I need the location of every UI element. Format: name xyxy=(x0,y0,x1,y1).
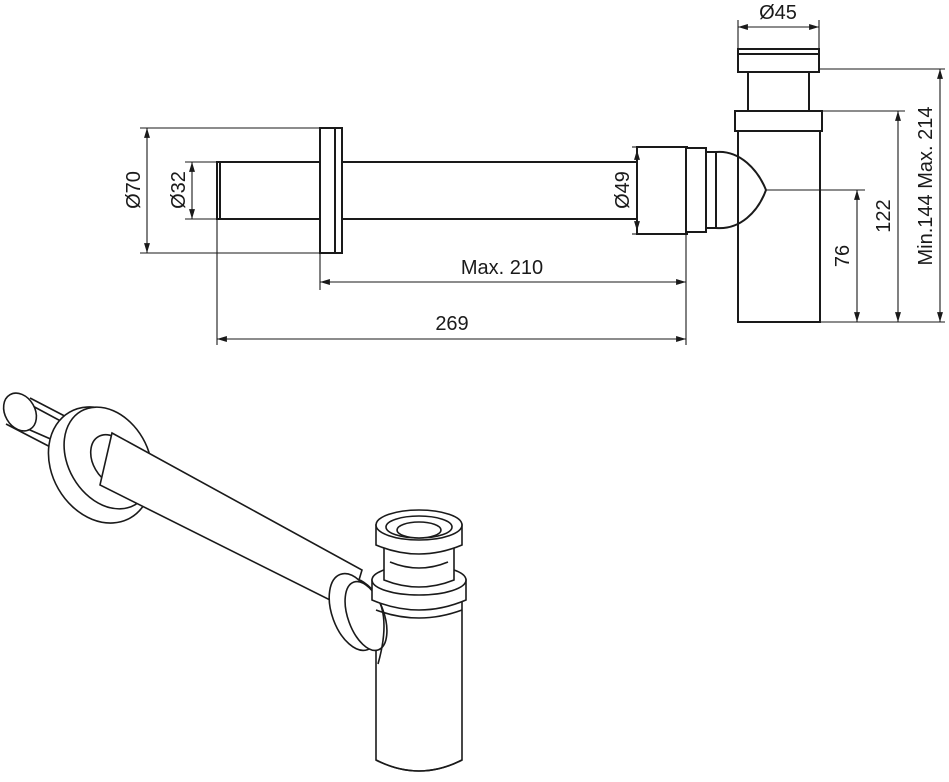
dim-adjustable-height: Min.144 Max. 214 xyxy=(915,107,937,266)
dim-flange-diameter: Ø70 xyxy=(123,171,145,209)
trap-body xyxy=(737,129,821,323)
isometric-view xyxy=(2,392,467,772)
dim-nut-diameter: Ø49 xyxy=(612,171,634,209)
dim-overall-length: 269 xyxy=(435,313,468,335)
side-view xyxy=(216,48,823,323)
dimension-labels: Ø45 Ø70 Ø32 Ø49 Max. 210 269 76 122 Min.… xyxy=(123,2,937,335)
upper-tube xyxy=(747,71,810,112)
dim-pipe-max-length: Max. 210 xyxy=(461,257,543,279)
dim-top-outlet-diameter: Ø45 xyxy=(759,2,797,24)
inlet-nut xyxy=(636,146,688,235)
pipe-section xyxy=(216,161,638,220)
dimension-lines xyxy=(140,20,945,345)
dim-pipe-diameter: Ø32 xyxy=(168,171,190,209)
iso-trap-body xyxy=(375,591,463,772)
body-ring xyxy=(734,110,823,132)
top-cap xyxy=(737,48,820,73)
dim-outlet-height: 76 xyxy=(832,245,854,267)
dim-trap-height: 122 xyxy=(873,199,895,232)
wall-flange xyxy=(319,127,343,254)
